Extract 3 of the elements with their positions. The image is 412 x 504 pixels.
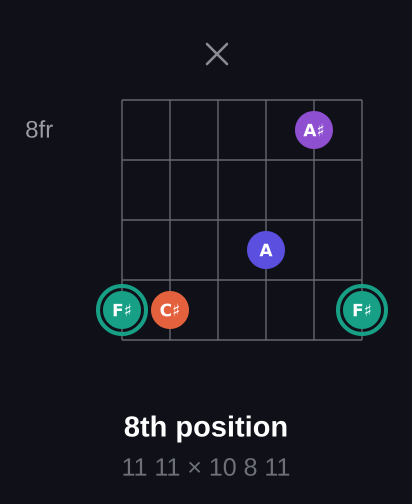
fingering-text: 11 11 × 10 8 11: [123, 458, 290, 476]
fret-label: 8fr: [26, 120, 53, 138]
title: 8th position: [124, 415, 286, 443]
